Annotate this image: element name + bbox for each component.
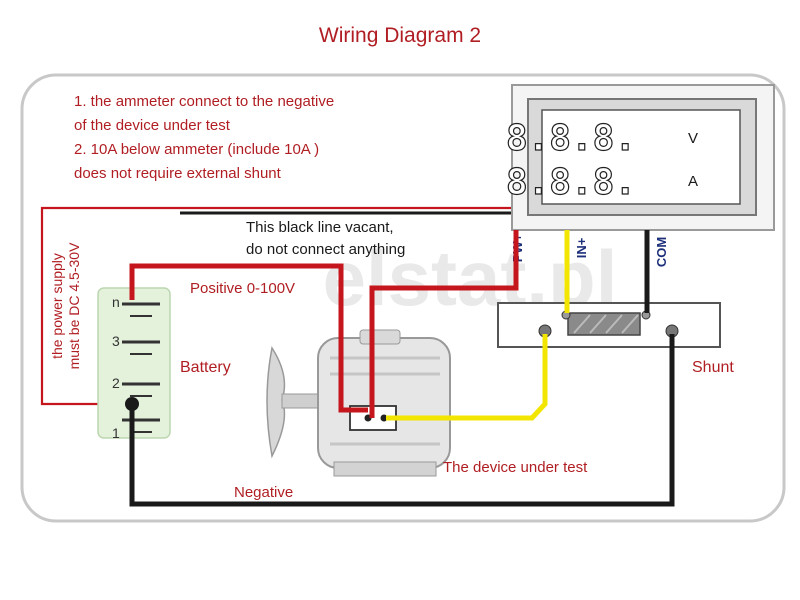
terminal-in-label: IN+	[574, 237, 589, 258]
negative-wire	[129, 334, 675, 507]
battery-mark: 3	[112, 333, 120, 349]
negative-label: Negative	[234, 484, 293, 501]
diagram-title: Wiring Diagram 2	[319, 24, 481, 47]
terminal-com-label: COM	[654, 237, 669, 267]
fan-blade	[266, 346, 286, 459]
battery-mark: 2	[112, 375, 120, 391]
diagram-frame	[20, 73, 786, 523]
device-label: The device under test	[443, 459, 588, 476]
meter-display	[541, 109, 741, 205]
battery-mark: n	[112, 294, 120, 310]
note-line: of the device under test	[74, 117, 231, 134]
battery-negative-terminal	[125, 397, 139, 411]
amp-unit: A	[688, 173, 698, 190]
notes: 1. the ammeter connect to the negative o…	[74, 93, 334, 182]
volt-digits: 8.8.8.	[506, 118, 636, 159]
positive-label: Positive 0-100V	[190, 280, 295, 297]
black-line-note-line1: This black line vacant,	[246, 219, 394, 236]
device-to-shunt-wire	[386, 334, 548, 421]
power-supply-note-line2: must be DC 4.5-30V	[66, 242, 82, 369]
motor-device	[266, 329, 451, 477]
pw-wire	[369, 230, 519, 418]
note-line: 1. the ammeter connect to the negative	[74, 93, 334, 110]
supply-bracket-wire	[40, 206, 515, 406]
panel-meter: 8.8.8. 8.8.8. V A	[505, 84, 775, 231]
shunt	[497, 302, 721, 348]
battery-mark: 1	[112, 425, 120, 441]
note-line: does not require external shunt	[74, 165, 282, 182]
positive-wire	[129, 263, 368, 413]
battery-label: Battery	[180, 359, 231, 376]
power-supply-note-line1: the power supply	[49, 253, 65, 359]
note-line: 2. 10A below ammeter (include 10A )	[74, 141, 319, 158]
volt-unit: V	[688, 130, 698, 147]
black-line-note-line2: do not connect anything	[246, 241, 405, 258]
amp-digits: 8.8.8.	[506, 162, 636, 203]
shunt-label: Shunt	[692, 359, 734, 376]
